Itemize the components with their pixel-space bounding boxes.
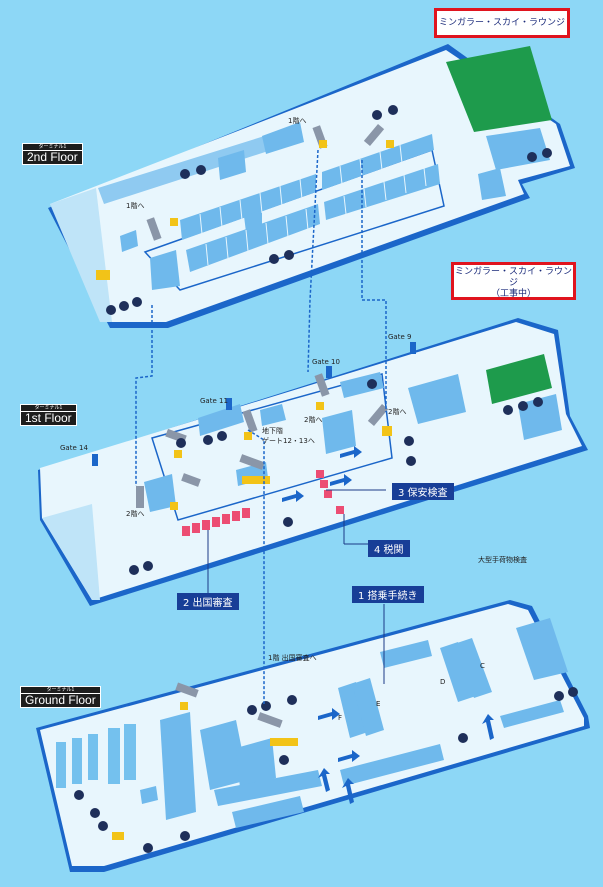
step-pointers (207, 489, 386, 684)
step-security: 3 保安検査 (392, 483, 454, 500)
gate-14-label: Gate 14 (60, 444, 88, 452)
floor-1st (38, 318, 588, 606)
gate-9-label: Gate 9 (388, 333, 411, 341)
label-to-2f-c: 2階へ (126, 509, 144, 518)
terminal-label: ターミナル1 (21, 687, 100, 694)
step-customs: 4 税関 (368, 540, 410, 557)
floor-name: 2nd Floor (27, 150, 78, 164)
floor-name: 1st Floor (25, 411, 72, 425)
lounge-callout-1f: ミンガラー・スカイ・ラウンジ （工事中） (451, 262, 576, 300)
lounge-status: （工事中） (490, 289, 536, 299)
label-basement: 地下階 (262, 426, 283, 435)
area-c-label: C (480, 662, 485, 670)
floor-badge-1st: ターミナル1 1st Floor (20, 404, 77, 426)
lounge-name: ミンガラー・スカイ・ラウンジ (438, 18, 565, 28)
label-to-2f-b: 2階へ (388, 407, 406, 416)
floor-badge-ground: ターミナル1 Ground Floor (20, 686, 101, 708)
lounge-name: ミンガラー・スカイ・ラウンジ (454, 267, 572, 288)
label-gf-to-1f: 1階 出国審査へ (268, 653, 317, 662)
area-f-label: F (338, 714, 342, 722)
lounge-area-2f (446, 46, 552, 132)
terminal-label: ターミナル1 (21, 405, 76, 412)
area-e-label: E (376, 700, 380, 708)
terminal-label: ターミナル1 (23, 144, 82, 151)
immigration-counters (182, 508, 250, 536)
step-immigration: 2 出国審査 (177, 593, 239, 610)
floor-name: Ground Floor (25, 693, 96, 707)
lounge-callout-2f: ミンガラー・スカイ・ラウンジ (434, 8, 570, 38)
label-oversize: 大型手荷物検査 (478, 555, 527, 564)
gate-10-label: Gate 10 (312, 358, 340, 366)
step-checkin: 1 搭乗手続き (352, 586, 424, 603)
area-d-label: D (440, 678, 445, 686)
gate-11-label: Gate 11 (200, 397, 228, 405)
floor-ground (36, 600, 590, 872)
floor-badge-2nd: ターミナル1 2nd Floor (22, 143, 83, 165)
label-to-1f-b: 1階へ (126, 201, 144, 210)
floor-2nd (48, 44, 575, 328)
label-to-1f-a: 1階へ (288, 116, 306, 125)
lounge-area-1f (486, 354, 552, 404)
security-counters (316, 470, 344, 514)
floor-connectors (135, 149, 387, 704)
label-gates-12-13: ゲート12・13へ (262, 436, 315, 445)
label-to-2f-a: 2階へ (304, 415, 322, 424)
